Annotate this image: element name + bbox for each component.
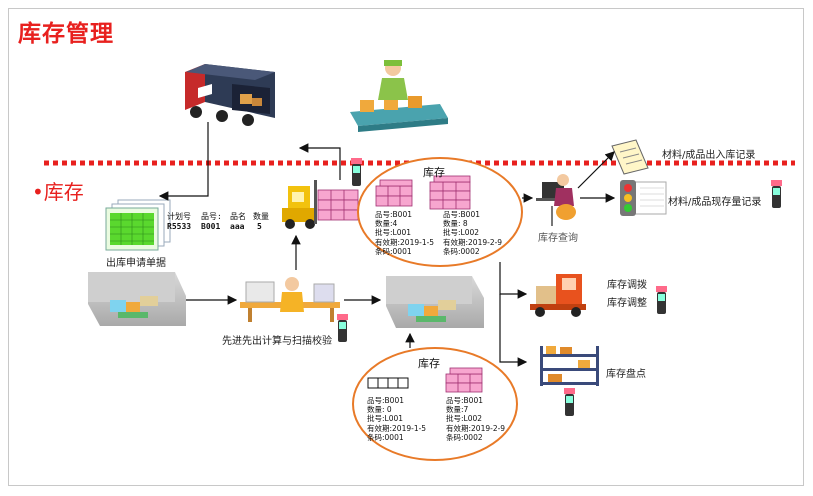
document-stack-icon xyxy=(105,199,171,251)
order-value-item: B001 xyxy=(201,222,221,231)
stock-line: 有效期:2019-1-5 xyxy=(375,237,435,247)
stock-line: 批号:L001 xyxy=(375,228,412,238)
computer-user-icon xyxy=(536,174,576,226)
stock-line: 数量:4 xyxy=(375,219,398,229)
inventory-query-label: 库存查询 xyxy=(538,233,578,244)
scanner-icon xyxy=(771,180,782,208)
stocktake-label: 库存盘点 xyxy=(606,369,646,380)
section-label: •库存 xyxy=(32,180,84,204)
current-stock-label: 材料/成品现存量记录 xyxy=(668,197,762,208)
stock-bottom-left: 品号:B001 数量: 0 批号:L001 有效期:2019-1-5 条码:00… xyxy=(367,396,426,442)
stock-line: 有效期:2019-1-5 xyxy=(367,423,427,433)
storage-shelf-icon xyxy=(540,346,599,386)
scanner-icon xyxy=(351,158,362,186)
stock-line: 有效期:2019-2-9 xyxy=(443,237,503,247)
stock-line: 数量: 8 xyxy=(443,219,468,229)
stock-line: 条码:0002 xyxy=(446,432,483,442)
stock-line: 条码:0002 xyxy=(443,246,480,256)
adjust-label: 库存调整 xyxy=(607,298,647,309)
stock-line: 数量:7 xyxy=(446,405,469,415)
stock-line: 批号:L001 xyxy=(367,414,404,424)
stock-line: 品号:B001 xyxy=(446,396,483,405)
traffic-light-report-icon xyxy=(620,180,667,216)
stock-top-title: 库存 xyxy=(423,166,445,179)
scanner-icon xyxy=(564,388,575,416)
stock-line: 条码:0001 xyxy=(375,246,412,256)
stock-line: 条码:0001 xyxy=(367,432,404,442)
order-header-name: 品名 xyxy=(230,212,246,221)
outbound-request-label: 出库申请单据 xyxy=(106,258,166,269)
stock-line: 品号:B001 xyxy=(367,396,404,405)
stock-line: 批号:L002 xyxy=(446,414,483,424)
order-value-plan: R5533 xyxy=(167,222,192,231)
flow-arrows xyxy=(158,122,616,367)
empty-box-icon xyxy=(367,377,409,389)
conveyor-worker-icon xyxy=(350,60,448,132)
order-value-qty: 5 xyxy=(257,222,262,231)
scanner-icon xyxy=(337,314,348,342)
clipboard-icon xyxy=(611,139,649,175)
page-title: 库存管理 xyxy=(18,21,114,47)
stock-top-right: 品号:B001 数量: 8 批号:L002 有效期:2019-2-9 条码:00… xyxy=(443,210,502,256)
stock-line: 品号:B001 xyxy=(375,210,412,219)
stock-line: 数量: 0 xyxy=(367,405,392,415)
inout-records-label: 材料/成品出入库记录 xyxy=(662,150,756,161)
stock-line: 品号:B001 xyxy=(443,210,480,219)
forklift-icon xyxy=(282,180,359,229)
stock-box-icon xyxy=(445,367,483,393)
order-header-plan: 计划号 xyxy=(167,212,191,221)
pallet-truck-icon xyxy=(530,274,586,317)
stock-line: 批号:L002 xyxy=(443,228,480,238)
order-header-qty: 数量 xyxy=(253,212,269,221)
warehouse-room-icon xyxy=(386,276,484,328)
diagram-frame xyxy=(8,8,804,486)
order-value-name: aaa xyxy=(230,222,245,231)
order-header-item: 品号: xyxy=(201,212,222,221)
stock-top-left: 品号:B001 数量:4 批号:L001 有效期:2019-1-5 条码:000… xyxy=(375,210,434,256)
stock-bottom-title: 库存 xyxy=(418,357,440,370)
truck-icon xyxy=(185,64,275,126)
transfer-label: 库存调拨 xyxy=(607,280,647,291)
stock-box-icon xyxy=(375,179,413,207)
fifo-scan-label: 先进先出计算与扫描校验 xyxy=(222,336,332,347)
clerk-desk-icon xyxy=(240,277,340,322)
stock-box-icon xyxy=(429,175,471,210)
warehouse-room-icon xyxy=(88,272,186,326)
scanner-icon xyxy=(656,286,667,314)
stock-bottom-right: 品号:B001 数量:7 批号:L002 有效期:2019-2-9 条码:000… xyxy=(446,396,505,442)
stock-line: 有效期:2019-2-9 xyxy=(446,423,506,433)
